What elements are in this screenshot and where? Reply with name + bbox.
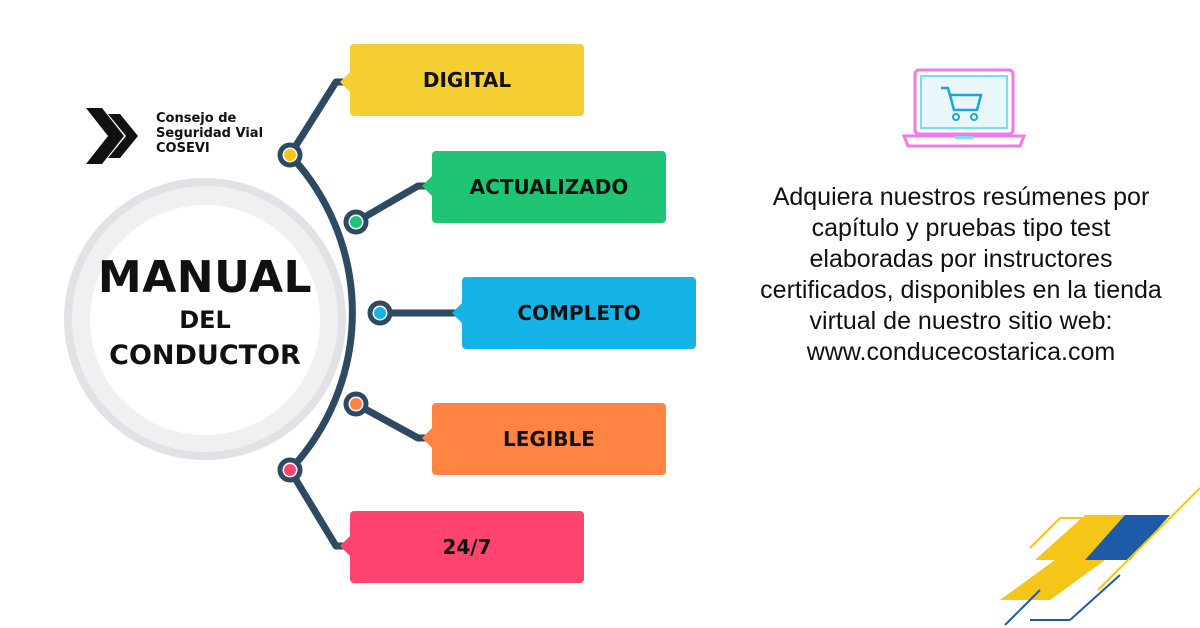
branch-actualizado bbox=[354, 182, 432, 226]
title-conductor: CONDUCTOR bbox=[109, 340, 301, 371]
feature-tag-actualizado: ACTUALIZADO bbox=[432, 151, 666, 223]
laptop-cart-icon bbox=[901, 68, 1027, 148]
cosevi-logo-icon bbox=[82, 108, 138, 164]
pointer-247 bbox=[340, 536, 350, 556]
logo-line-3: COSEVI bbox=[156, 141, 210, 156]
decorative-stripes bbox=[1000, 487, 1200, 626]
node-actualizado-fill bbox=[350, 216, 362, 228]
branch-digital bbox=[287, 78, 350, 157]
title-del: DEL bbox=[179, 306, 231, 334]
pointer-completo bbox=[452, 303, 462, 323]
desc-line-1: Adquiera nuestros resúmenes por bbox=[772, 183, 1150, 211]
cosevi-logo-text: Consejo de Seguridad Vial COSEVI bbox=[156, 111, 263, 156]
title-manual: MANUAL bbox=[97, 252, 313, 303]
website-link[interactable]: www.conducecostarica.com bbox=[806, 338, 1116, 366]
feature-tag-completo: COMPLETO bbox=[462, 277, 696, 349]
node-247-fill bbox=[284, 464, 296, 476]
logo-line-2: Seguridad Vial bbox=[156, 126, 264, 141]
feature-tag-digital: DIGITAL bbox=[350, 44, 584, 116]
pointer-actualizado bbox=[422, 176, 432, 196]
logo-line-1: Consejo de bbox=[156, 111, 237, 126]
title-circle-inner bbox=[90, 205, 320, 435]
feature-tag-legible: LEGIBLE bbox=[432, 403, 666, 475]
desc-line-3: elaboradas por instructores bbox=[809, 245, 1113, 273]
desc-line-2: capítulo y pruebas tipo test bbox=[811, 214, 1111, 242]
node-legible-fill bbox=[350, 398, 362, 410]
promo-description: Adquiera nuestros resúmenes por capítulo… bbox=[726, 182, 1196, 368]
pointer-digital bbox=[340, 72, 350, 92]
branch-247 bbox=[287, 468, 350, 550]
feature-tag-247: 24/7 bbox=[350, 511, 584, 583]
desc-line-5: virtual de nuestro sitio web: bbox=[809, 307, 1113, 335]
desc-line-4: certificados, disponibles en la tienda bbox=[760, 276, 1162, 304]
pointer-legible bbox=[422, 428, 432, 448]
node-digital-fill bbox=[284, 149, 296, 161]
node-completo-fill bbox=[374, 307, 386, 319]
connector-arc bbox=[287, 152, 356, 473]
